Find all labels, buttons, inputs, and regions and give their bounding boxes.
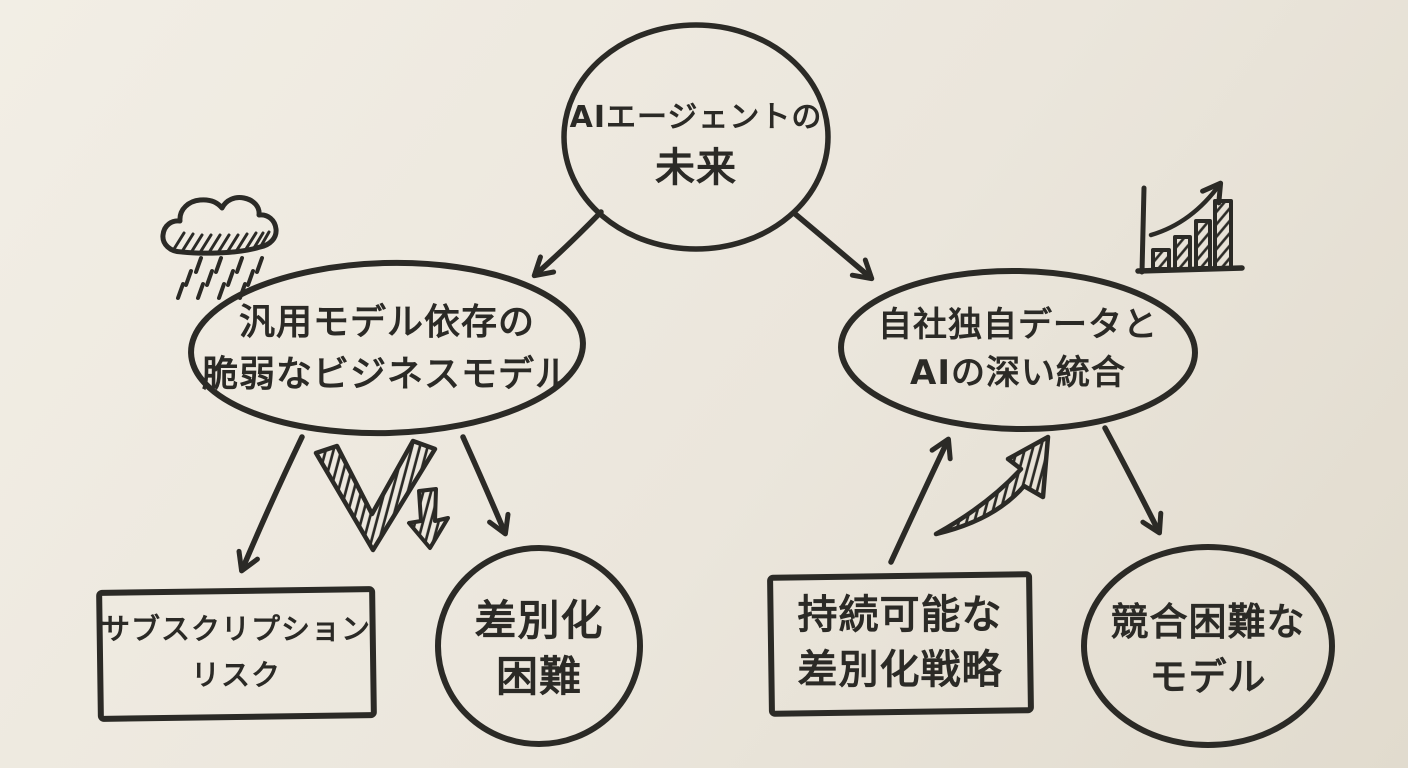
node-sustainable-strategy-line1: 持続可能な — [797, 592, 1003, 638]
node-root-line1: AIエージェントの — [569, 100, 823, 135]
node-subscription-risk-line2: リスク — [190, 658, 281, 692]
edge-root-to-fragile-model — [531, 209, 604, 279]
node-moat-model-shape — [1081, 544, 1335, 748]
chart-y-axis — [1139, 185, 1147, 275]
node-differentiation-difficulty-label: 差別化 困難 — [409, 593, 669, 705]
node-differentiation-difficulty-line2: 困難 — [495, 652, 582, 701]
node-root-line2: 未来 — [655, 145, 737, 191]
edge-root-to-data-integration — [791, 210, 875, 282]
node-sustainable-strategy-line2: 差別化戦略 — [797, 647, 1003, 693]
edge-fragile-model-to-subscription-risk — [236, 434, 305, 574]
rain-drops — [176, 256, 264, 300]
chart-bar-2 — [1173, 235, 1192, 271]
edge-data-integration-to-moat-model — [1102, 425, 1164, 536]
growth-chart-icon — [1135, 180, 1245, 275]
node-data-integration-label: 自社独自データと AIの深い統合 — [818, 301, 1218, 397]
node-moat-model-line2: モデル — [1149, 655, 1267, 699]
node-sustainable-strategy-shape — [767, 571, 1034, 717]
node-moat-model-label: 競合困難な モデル — [1068, 595, 1348, 705]
node-fragile-model-line2: 脆弱なビジネスモデル — [201, 354, 572, 395]
cloud-outline — [160, 195, 279, 256]
node-differentiation-difficulty-line1: 差別化 — [474, 596, 604, 645]
chart-bar-1 — [1151, 248, 1171, 271]
rain-cloud-icon — [160, 195, 279, 300]
cloud-hatching — [172, 230, 271, 253]
node-subscription-risk-shape — [96, 586, 377, 722]
node-fragile-model-label: 汎用モデル依存の 脆弱なビジネスモデル — [187, 297, 587, 401]
node-root-label: AIエージェントの 未来 — [546, 96, 846, 196]
node-root-shape — [561, 22, 831, 252]
upward-swoosh-arrow-icon — [933, 434, 1051, 537]
node-data-integration-shape — [838, 267, 1198, 433]
node-sustainable-strategy-label: 持続可能な 差別化戦略 — [760, 588, 1040, 698]
edge-sustainable-strategy-to-data-integration — [888, 436, 953, 565]
node-data-integration-line1: 自社独自データと — [878, 305, 1158, 345]
chart-trend-arrow — [1148, 180, 1224, 238]
edge-fragile-model-to-differentiation-difficulty — [460, 434, 511, 537]
node-subscription-risk-label: サブスクリプション リスク — [86, 606, 386, 698]
chart-bar-3 — [1194, 219, 1212, 270]
down-chevron-icon — [313, 438, 438, 553]
node-moat-model-line1: 競合困難な — [1110, 600, 1306, 644]
node-differentiation-difficulty-shape — [435, 545, 643, 747]
node-fragile-model-shape — [188, 259, 586, 437]
down-block-arrow-icon — [407, 487, 450, 550]
node-fragile-model-line1: 汎用モデル依存の — [238, 302, 535, 343]
chart-bar-4 — [1213, 199, 1233, 270]
node-subscription-risk-line1: サブスクリプション — [100, 612, 371, 646]
node-data-integration-line2: AIの深い統合 — [910, 353, 1126, 393]
